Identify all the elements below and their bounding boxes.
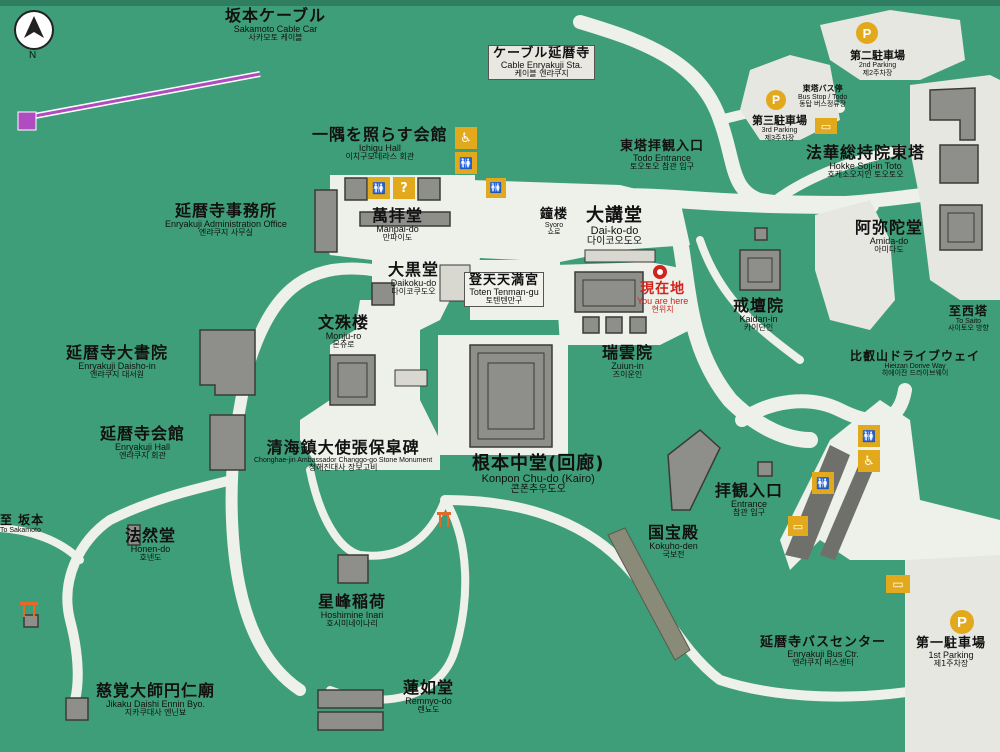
label-hokke-sojiin: 法華総持院東塔 Hokke Soji-in Toto 호케소오지인 토오토오 [806,143,926,180]
label-daisho-in: 延暦寺大書院 Enryakuji Daisho-in 엔랴쿠지 대서원 [66,343,169,380]
label-admin-office: 延暦寺事務所 Enryakuji Administration Office 엔… [165,201,287,238]
parking-icon-2: P [856,22,878,44]
label-daikoku-do: 大黒堂 Daikoku-do 다이코쿠도오 [388,260,440,297]
label-ichigu-hall: 一隅を照らす会館 Ichigu Hall 이치구모데라스 회관 [312,125,448,162]
shop-icon: 🚻 [368,177,390,199]
label-jikaku-daishi: 慈覚大師円仁廟 Jikaku Daishi Ennin Byo. 지카쿠대사 엔… [96,681,216,718]
shop-icon-busctr: 🚻 [812,472,834,494]
label-todo-entrance: 東塔拝観入口 Todo Entrance 토오토오 참관 입구 [620,139,705,172]
toilet-icon-busctr: 🚻 [858,425,880,447]
label-enryakuji-hall: 延暦寺会館 Enryakuji Hall 엔랴쿠지 회관 [100,424,186,461]
label-current-location: 現在地 You are here 현위치 [637,281,689,315]
label-honen-do: 法然堂 Honen-do 호넨도 [125,526,177,563]
label-entrance: 拝観入口 Entrance 참관 입구 [715,481,784,518]
parking-icon-1: P [950,610,974,634]
label-daikodo: 大講堂 Dai-ko-do 다이코오도오 [586,205,643,248]
label-monju-ro: 文殊楼 Monju-ro 몬쥬로 [318,313,370,350]
label-parking1: 第一駐車場 1st Parking 제1주차장 [916,636,987,669]
wheelchair-icon-busctr: ♿ [858,450,880,472]
label-parking2: 第二駐車場 2nd Parking 제2주차장 [850,49,905,77]
north-compass: N [12,8,56,64]
label-chonghae-monument: 清海鎮大使張保皐碑 Chonghae-jin Ambassador Changg… [254,438,433,473]
label-cable-enryakuji-sta: ケーブル延暦寺 Cable Enryakuji Sta. 케이블 엔랴쿠지 [488,45,596,81]
label-hoshimine-inari: 星峰稲荷 Hoshimine Inari 호시미네이나리 [318,592,387,629]
label-to-saito: 至西塔 To Saito 사이토오 방향 [948,304,989,332]
label-driveway: 比叡山ドライブウェイ Hieizan Dorive Way 히에이잔 드라이브웨… [850,349,981,377]
bus-icon-center: ▭ [886,575,910,593]
wheelchair-icon: ♿ [455,127,477,149]
label-todo-bus-stop: 東塔バス停 Bus Stop / Todo 동탑 버스정류장 [798,84,848,109]
label-to-sakamoto: 至 坂本 To Sakamoto [0,513,45,534]
info-icon: ? [393,177,415,199]
label-amida-do: 阿弥陀堂 Amida-do 아미다도 [855,218,924,255]
bus-icon-todo: ▭ [815,118,837,134]
label-sakamoto-cable: 坂本ケーブル Sakamoto Cable Car 사카모토 케이블 [225,6,327,43]
label-parking3: 第三駐車場 3rd Parking 제3주차장 [752,114,807,142]
toilet-icon-plaza: 🚻 [486,178,506,198]
label-konpon-chudo: 根本中堂(回廊) Konpon Chu-do (Kairo) 콘폰추우도오 [472,453,605,496]
label-kaidan-in: 戒壇院 Kaidan-in 카이단인 [733,296,785,333]
label-renyo-do: 蓮如堂 Remnyo-do 렌뇨도 [403,678,455,715]
label-syoro: 鐘楼 Syoro 쇼로 [540,207,569,236]
label-bus-center: 延暦寺バスセンター Enryakuji Bus Ctr. 엔랴쿠지 버스센터 [760,635,887,668]
label-toten-tenman-gu: 登天天満宮 Toten Tenman-gu 토텐텐만구 [464,272,545,308]
parking-icon-3: P [766,90,786,110]
label-kokuho-den: 国宝殿 Kokuho-den 국보전 [648,523,700,560]
locker-icon: ▭ [788,516,808,536]
north-label: N [29,50,37,61]
label-zuiun-in: 瑞雲院 Zuiun-in 즈이운인 [602,343,654,380]
toilet-icon-ichigu: 🚻 [455,152,477,174]
label-manpai-do: 萬拝堂 Manpai-do 만파이도 [372,206,424,243]
